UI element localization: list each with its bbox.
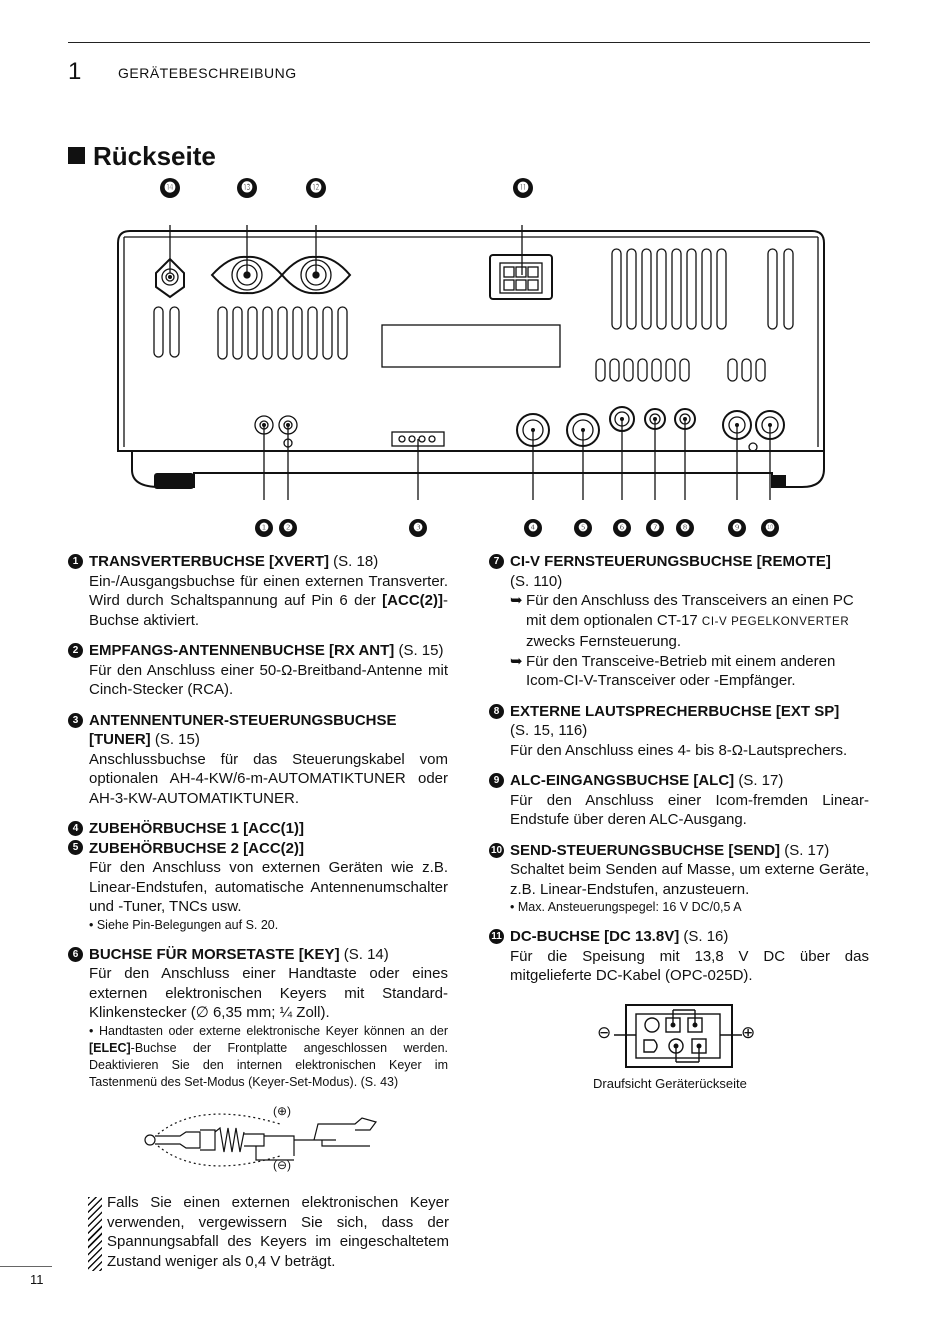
item-text: Für den Anschluss einer Icom-fremden Lin… xyxy=(510,791,869,829)
callout-4: ❹ xyxy=(524,519,542,537)
item-title: CI-V FERNSTEUERUNGSBUCHSE [REMOTE] xyxy=(510,553,831,570)
page-ref: (S. 16) xyxy=(679,928,729,945)
item-text: Anschlussbuchse für das Steuerungskabel … xyxy=(89,750,448,807)
item-title-cont: [TUNER] xyxy=(89,731,151,748)
item-number-badge: 5 xyxy=(68,840,83,855)
item-title: DC-BUCHSE [DC 13.8V] xyxy=(510,928,680,945)
item-xvert: 1 TRANSVERTERBUCHSE [XVERT] (S. 18) Ein-… xyxy=(68,552,448,630)
item-title: TRANSVERTERBUCHSE [XVERT] xyxy=(89,553,330,570)
callout-12: ⓬ xyxy=(306,178,326,198)
chapter-number: 1 xyxy=(68,58,82,85)
item-number-badge: 6 xyxy=(68,946,83,962)
callout-11: ⓫ xyxy=(513,178,533,198)
item-title: SEND-STEUERUNGSBUCHSE [SEND] xyxy=(510,841,781,859)
item-title: ZUBEHÖRBUCHSE 2 [ACC(2)] xyxy=(89,839,305,857)
item-title: EXTERNE LAUTSPRECHERBUCHSE [EXT SP] xyxy=(510,702,840,720)
item-text: Für den Anschluss einer Handtaste oder e… xyxy=(89,965,448,1021)
left-column: 1 TRANSVERTERBUCHSE [XVERT] (S. 18) Ein-… xyxy=(68,552,448,1102)
dc-minus-label: ⊖ xyxy=(597,1023,612,1042)
item-text: Schaltet beim Senden auf Masse, um exter… xyxy=(510,861,869,898)
page-ref: (S. 110) xyxy=(510,572,563,590)
page-ref: (S. 15) xyxy=(150,731,200,748)
item-ext-sp: 8 EXTERNE LAUTSPRECHERBUCHSE [EXT SP] (S… xyxy=(489,702,869,761)
item-note: -Buchse der Frontplatte angeschlossen we… xyxy=(89,1040,448,1089)
page-ref: (S. 14) xyxy=(339,945,389,963)
right-column: 7 CI-V FERNSTEUERUNGSBUCHSE [REMOTE] (S.… xyxy=(489,552,869,997)
section-title-text: Rückseite xyxy=(93,141,216,171)
callout-2: ❷ xyxy=(279,519,297,537)
item-text-bold: [ACC(2)] xyxy=(382,592,443,609)
callout-14: ⓮ xyxy=(160,178,180,198)
dc-plus-label: ⊕ xyxy=(741,1023,756,1042)
item-title: ZUBEHÖRBUCHSE 1 [ACC(1)] xyxy=(89,820,305,837)
item-note: • Handtasten oder externe elektronische … xyxy=(89,1023,448,1038)
section-title: Rückseite xyxy=(68,141,216,172)
dc-plug-diagram xyxy=(614,1004,742,1068)
page-number: 11 xyxy=(30,1272,44,1287)
callout-9: ❾ xyxy=(728,519,746,537)
callout-13: ⓭ xyxy=(237,178,257,198)
item-title: ALC-EINGANGSBUCHSE [ALC] xyxy=(510,772,735,789)
key-plug-illustration xyxy=(144,1113,378,1167)
page-ref: (S. 17) xyxy=(734,772,784,789)
key-plus-label: (⊕) xyxy=(273,1104,292,1118)
chapter-title: GERÄTEBESCHREIBUNG xyxy=(118,65,297,81)
page-ref: (S. 15, 116) xyxy=(510,722,588,739)
dc-plug-caption: Draufsicht Geräterückseite xyxy=(593,1076,747,1091)
item-number-badge: 10 xyxy=(489,842,504,858)
callout-3: ❸ xyxy=(409,519,427,537)
callout-5: ❺ xyxy=(574,519,592,537)
bullet-line: ➥Für den Transceive-Betrieb mit einem an… xyxy=(510,652,836,690)
callout-10: ❿ xyxy=(761,519,779,537)
arrow-bullet-icon: ➥ xyxy=(510,592,523,609)
bullet-line: ➥Für den Anschluss des Transceivers an e… xyxy=(510,592,854,650)
page-ref: (S. 15) xyxy=(394,642,444,659)
arrow-bullet-icon: ➥ xyxy=(510,652,523,670)
callout-7: ❼ xyxy=(646,519,664,537)
square-bullet-icon xyxy=(68,147,85,164)
item-note: • Max. Ansteuerungspegel: 16 V DC/0,5 A xyxy=(510,900,742,914)
item-rx-ant: 2 EMPFANGS-ANTENNENBUCHSE [RX ANT] (S. 1… xyxy=(68,641,448,700)
callout-6: ❻ xyxy=(613,519,631,537)
item-dc: 11 DC-BUCHSE [DC 13.8V] (S. 16) Für die … xyxy=(489,927,869,986)
page-ref: (S. 18) xyxy=(329,553,379,570)
item-note-bold: [ELEC] xyxy=(89,1040,131,1055)
tip-note: Falls Sie einen externen elektronischen … xyxy=(88,1193,449,1271)
item-text: Für die Speisung mit 13,8 V DC über das … xyxy=(510,947,869,985)
callout-1: ❶ xyxy=(255,519,273,537)
item-text: Für den Anschluss eines 4- bis 8-Ω-Lauts… xyxy=(510,741,848,759)
item-number-badge: 4 xyxy=(68,821,83,836)
key-minus-label: (⊖) xyxy=(273,1158,292,1172)
footer-rule xyxy=(0,1266,52,1267)
item-number-badge: 2 xyxy=(68,643,83,658)
item-acc: 4 5 ZUBEHÖRBUCHSE 1 [ACC(1)] ZUBEHÖRBUCH… xyxy=(68,819,448,934)
item-text: Ein-/Ausgangsbuchse für einen externen T… xyxy=(89,572,448,610)
item-number-badge: 1 xyxy=(68,554,83,569)
item-key: 6 BUCHSE FÜR MORSETASTE [KEY] (S. 14) Fü… xyxy=(68,945,448,1091)
item-title: BUCHSE FÜR MORSETASTE [KEY] xyxy=(89,945,340,963)
item-text: Für den Anschluss einer 50-Ω-Breitband-A… xyxy=(89,661,448,699)
item-note: • Siehe Pin-Belegungen auf S. 20. xyxy=(89,917,279,932)
item-text: -Buchse aktiviert. xyxy=(89,592,448,629)
item-alc: 9 ALC-EINGANGSBUCHSE [ALC] (S. 17) Für d… xyxy=(489,771,869,830)
tip-text: Falls Sie einen externen elektronischen … xyxy=(107,1194,449,1270)
item-send: 10 SEND-STEUERUNGSBUCHSE [SEND] (S. 17) … xyxy=(489,841,869,917)
item-number-badge: 3 xyxy=(68,712,83,728)
item-tuner: 3 ANTENNENTUNER-STEUERUNGSBUCHSE [TUNER]… xyxy=(68,711,448,809)
item-number-badge: 11 xyxy=(489,929,504,944)
header-rule xyxy=(68,42,870,43)
callout-8: ❽ xyxy=(676,519,694,537)
item-text: Für den Anschluss von externen Geräten w… xyxy=(89,859,448,915)
item-number-badge: 9 xyxy=(489,773,504,788)
page-ref: (S. 17) xyxy=(780,841,830,859)
item-remote: 7 CI-V FERNSTEUERUNGSBUCHSE [REMOTE] (S.… xyxy=(489,552,869,691)
hint-icon xyxy=(88,1197,102,1271)
item-title: ANTENNENTUNER-STEUERUNGSBUCHSE xyxy=(89,711,397,729)
item-title: EMPFANGS-ANTENNENBUCHSE [RX ANT] xyxy=(89,642,395,659)
rear-panel-illustration xyxy=(117,225,825,500)
item-number-badge: 7 xyxy=(489,554,504,569)
item-number-badge: 8 xyxy=(489,703,504,719)
